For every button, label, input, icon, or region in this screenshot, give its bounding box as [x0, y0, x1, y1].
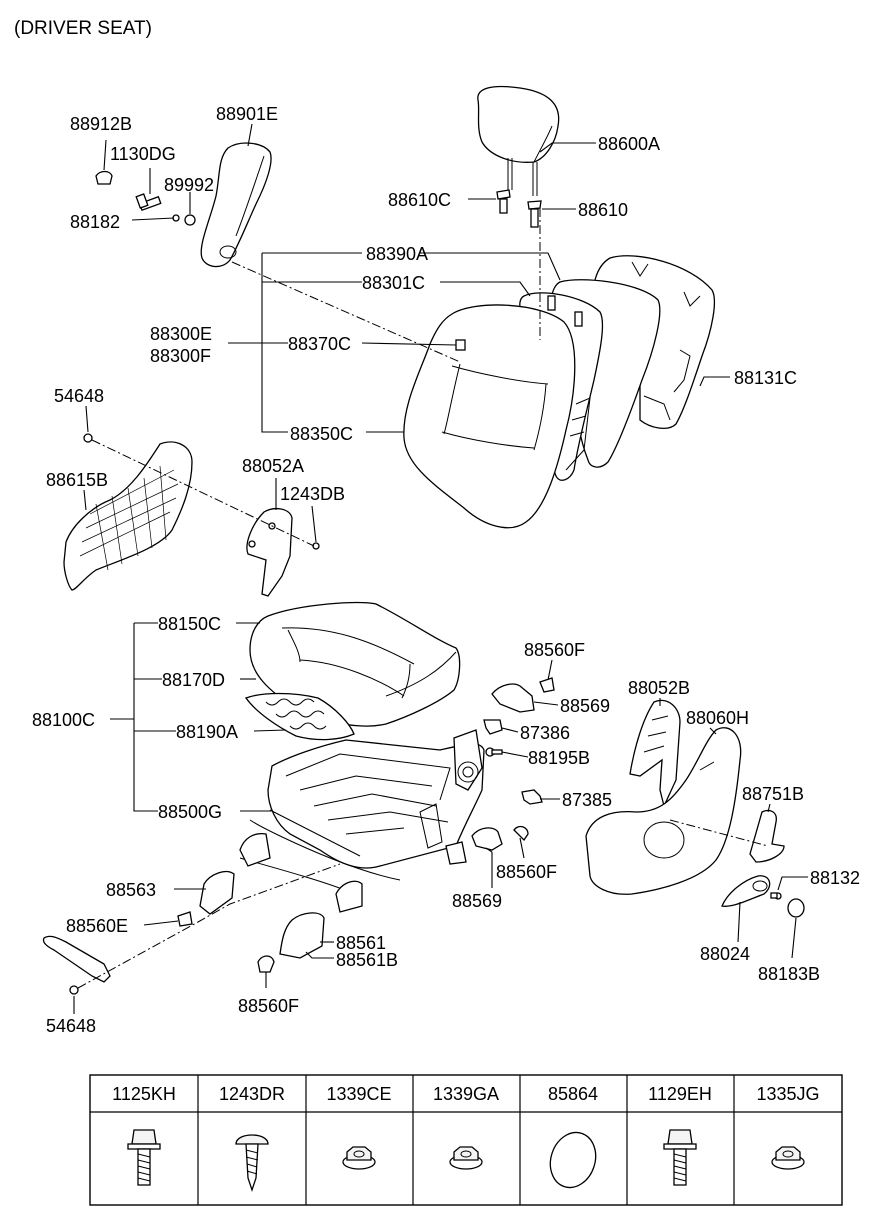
- table-header-1335JG: 1335JG: [756, 1084, 819, 1104]
- oval-plug-icon: [549, 1131, 597, 1189]
- label-88615B: 88615B: [46, 470, 108, 490]
- label-1130DG: 1130DG: [110, 144, 176, 164]
- hex-flange-bolt-icon: [663, 1129, 697, 1186]
- label-88561: 88561: [336, 933, 386, 953]
- label-88901E: 88901E: [216, 104, 278, 124]
- seatback-cushion-88350C: [403, 304, 576, 529]
- table-header-1243DR: 1243DR: [219, 1084, 285, 1104]
- label-88052A: 88052A: [242, 456, 304, 476]
- label-54648-top: 54648: [54, 386, 104, 406]
- bracket-87386: [483, 719, 503, 735]
- headrest-guide-88610C: [496, 189, 511, 214]
- clip-88560F-mid: [513, 825, 529, 842]
- label-88132: 88132: [810, 868, 860, 888]
- table-header-1125KH: 1125KH: [112, 1084, 176, 1104]
- label-88170D: 88170D: [162, 670, 225, 690]
- label-88131C: 88131C: [734, 368, 797, 388]
- label-88052B: 88052B: [628, 678, 690, 698]
- hex-flange-nut-icon: [449, 1146, 483, 1170]
- label-88563: 88563: [106, 880, 156, 900]
- label-88600A: 88600A: [598, 134, 660, 154]
- bolt-88195B: [485, 747, 503, 757]
- rail-cover: [42, 935, 111, 983]
- knob-88751B: [749, 809, 785, 863]
- seat-frame-track-88500G: [239, 729, 485, 913]
- bracket-87385: [521, 789, 543, 805]
- label-88301C: 88301C: [362, 273, 425, 293]
- lever-88024: [721, 875, 771, 907]
- diagram-title: (DRIVER SEAT): [14, 18, 152, 39]
- table-header-85864: 85864: [548, 1084, 598, 1104]
- label-88190A: 88190A: [176, 722, 238, 742]
- callout-labels: 88912B 1130DG 89992 88182 88901E 88600A …: [32, 104, 860, 1036]
- headrest-drawing: [477, 85, 560, 196]
- armrest-88901E: [200, 142, 272, 268]
- label-88751B: 88751B: [742, 784, 804, 804]
- label-88610C: 88610C: [388, 190, 451, 210]
- label-88569-bot: 88569: [452, 891, 502, 911]
- label-88370C: 88370C: [288, 334, 351, 354]
- label-54648-bot: 54648: [46, 1016, 96, 1036]
- cover-88569-top: [491, 683, 535, 713]
- label-88182: 88182: [70, 212, 120, 232]
- table-header-1339GA: 1339GA: [433, 1084, 499, 1104]
- armrest-fasteners: [95, 170, 196, 226]
- label-88195B: 88195B: [528, 748, 590, 768]
- nut-54648-top: [83, 433, 93, 443]
- bracket-88052B: [629, 699, 681, 808]
- bracket-88052A: [246, 507, 293, 597]
- leader-lines: [73, 123, 808, 1014]
- headrest-guide-88610: [527, 200, 542, 228]
- cover-88563: [199, 870, 235, 915]
- cover-88569-bot: [471, 827, 503, 851]
- clip-88560E: [177, 911, 193, 927]
- label-87385: 87385: [562, 790, 612, 810]
- hex-flange-bolt-icon: [127, 1129, 161, 1186]
- label-1243DB: 1243DB: [280, 484, 345, 504]
- label-88100C: 88100C: [32, 710, 95, 730]
- label-88560F-mid: 88560F: [496, 862, 557, 882]
- label-88561B: 88561B: [336, 950, 398, 970]
- assembly-lines: [77, 208, 769, 989]
- label-89992: 89992: [164, 175, 214, 195]
- label-88024: 88024: [700, 944, 750, 964]
- label-88560F-top: 88560F: [524, 640, 585, 660]
- fastener-table: 1125KH 1243DR 1339CE 1339GA 85864 1129EH…: [89, 1074, 843, 1206]
- label-88560F-bot: 88560F: [238, 996, 299, 1016]
- label-88183B: 88183B: [758, 964, 820, 984]
- table-header-1129EH: 1129EH: [648, 1084, 712, 1104]
- label-88350C: 88350C: [290, 424, 353, 444]
- label-88060H: 88060H: [686, 708, 749, 728]
- label-88912B: 88912B: [70, 114, 132, 134]
- cover-88561: [279, 912, 325, 959]
- label-88560E: 88560E: [66, 916, 128, 936]
- label-88300E: 88300E: [150, 324, 212, 344]
- label-88390A: 88390A: [366, 244, 428, 264]
- table-header-1339CE: 1339CE: [326, 1084, 391, 1104]
- label-88610: 88610: [578, 200, 628, 220]
- tapping-screw-icon: [235, 1134, 269, 1193]
- label-88569-top: 88569: [560, 696, 610, 716]
- hex-flange-nut-icon: [342, 1146, 376, 1170]
- label-88150C: 88150C: [158, 614, 221, 634]
- cap-88183B: [787, 898, 805, 918]
- clip-88560F-bot: [257, 955, 275, 973]
- side-cover-88615B: [63, 441, 193, 591]
- clip-88560F-top: [539, 677, 555, 693]
- label-88500G: 88500G: [158, 802, 222, 822]
- nut-54648-bot: [69, 985, 79, 995]
- label-88300F: 88300F: [150, 346, 211, 366]
- seat-heater-mat-88190A: [244, 692, 355, 741]
- screw-88132: [770, 892, 782, 900]
- label-87386: 87386: [520, 723, 570, 743]
- hex-flange-nut-icon: [771, 1146, 805, 1170]
- side-cover-88060H: [585, 727, 742, 895]
